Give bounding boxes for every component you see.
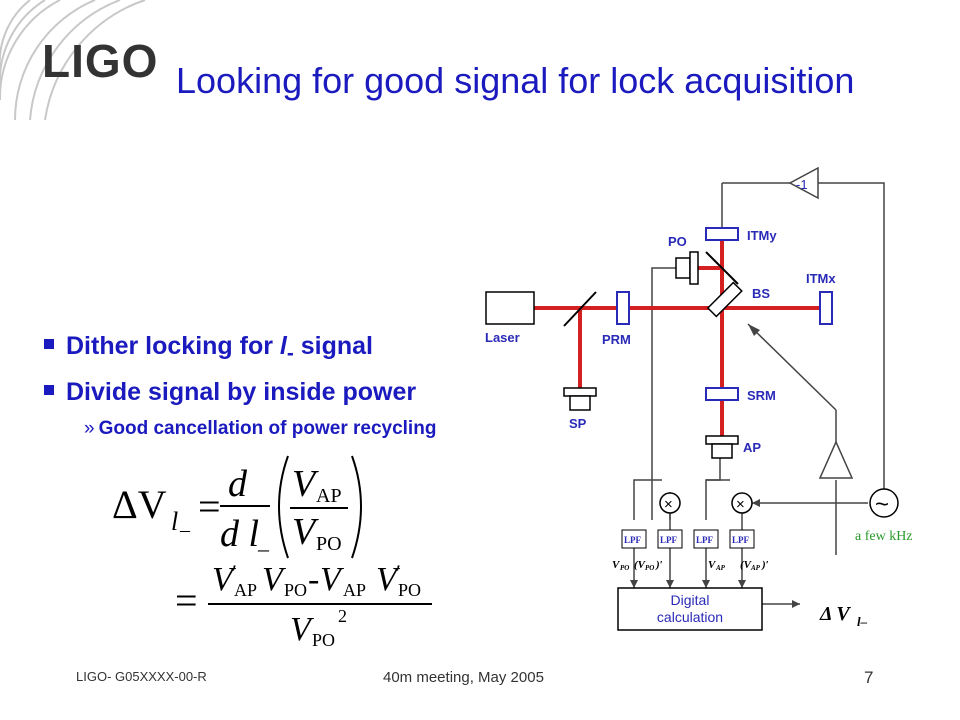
delta-v-output-label: Δ V: [819, 603, 851, 625]
eq-prime-1: ′: [232, 560, 237, 585]
eq-po-sub: PO: [316, 533, 342, 555]
bullet-dither-locking: Dither locking for l- signal: [44, 332, 373, 366]
eq-v-ap: V: [292, 463, 319, 505]
bullet-text: Divide signal by inside power: [66, 378, 417, 406]
mixer-2-symbol: ×: [736, 496, 745, 513]
vpo-prime-label: (V: [634, 559, 647, 571]
eq-v-po: V: [292, 511, 319, 553]
frequency-label: a few kHz: [855, 529, 913, 544]
eq-dl: d l: [220, 513, 259, 555]
inverter-triangle: [788, 166, 819, 200]
mixer-2-icon: [731, 492, 753, 514]
eq-ap-sub: AP: [316, 485, 342, 507]
bullet-divide-signal: Divide signal by inside power: [44, 378, 416, 407]
eq-ap-sub-2: AP: [234, 580, 257, 600]
logo-arcs-decoration: [0, 0, 146, 120]
lpf-2-label: LPF: [660, 535, 678, 545]
bullet-text-suffix: signal: [293, 332, 373, 360]
eq-minus: -: [308, 561, 319, 598]
eq-po-sub-den: PO: [312, 630, 335, 650]
itmx-optic: [819, 291, 833, 325]
mixer-1-icon: [659, 492, 681, 514]
oscillator-tilde: ~: [875, 491, 889, 518]
vap-sub: AP: [715, 564, 726, 572]
bullet-sub: -: [286, 342, 294, 365]
eq-lhs-sub: l: [171, 507, 178, 536]
eq-lhs: ΔV: [112, 482, 167, 527]
eq-equals-2: =: [175, 578, 198, 623]
ligo-logo: LIGO: [42, 35, 159, 87]
laser-box: [485, 291, 535, 325]
srm-label: SRM: [747, 388, 776, 403]
prm-label: PRM: [602, 332, 631, 347]
ap-label: AP: [743, 440, 761, 455]
lpf-3-label: LPF: [696, 535, 714, 545]
ap-photodetector: [705, 435, 739, 459]
bullet-var: l: [279, 332, 287, 360]
bullet-text: Dither locking for: [66, 332, 280, 360]
vpo-label: V: [612, 559, 621, 571]
eq-d: d: [228, 463, 248, 505]
itmy-optic: [705, 227, 739, 241]
sub-bullet-marker: »: [84, 418, 95, 439]
itmy-label: ITMy: [747, 228, 777, 243]
page-number: 7: [864, 668, 874, 687]
srm-optic: [705, 387, 739, 401]
lpf-1-label: LPF: [624, 535, 642, 545]
laser-label: Laser: [485, 330, 520, 345]
vpo-sub: PO: [620, 564, 629, 572]
itmx-label: ITMx: [806, 271, 836, 286]
mixer-1-symbol: ×: [664, 496, 673, 513]
sub-bullet-text: Good cancellation of power recycling: [98, 418, 437, 439]
sp-label: SP: [569, 416, 587, 431]
lpf-4-label: LPF: [732, 535, 750, 545]
sub-bullet-cancellation: »Good cancellation of power recycling: [84, 418, 436, 440]
po-pickoff: [705, 251, 739, 285]
eq-equals-1: =: [198, 484, 221, 529]
minus-one-label: -1: [796, 177, 808, 192]
prm-optic: [616, 291, 630, 325]
square-bullet-icon: [44, 339, 54, 350]
vap-prime-sub: AP: [750, 564, 761, 572]
oscillator-icon: [869, 488, 899, 518]
slide-title: Looking for good signal for lock acquisi…: [176, 60, 855, 101]
pickoff-mirror: [563, 291, 597, 327]
po-label: PO: [668, 234, 687, 249]
servo-amp-triangle: [818, 440, 854, 479]
vap-label: V: [708, 559, 717, 571]
eq-lhs-minus: –: [179, 519, 191, 541]
digital-calculation-box: [617, 587, 763, 631]
eq-squared: 2: [338, 606, 347, 626]
vap-prime-label: (V: [740, 559, 753, 571]
eq-ap-sub-3: AP: [343, 580, 366, 600]
vap-prime-end: )′: [761, 559, 769, 571]
digital-line-1: Digital: [671, 592, 710, 608]
digital-line-2: calculation: [657, 609, 723, 625]
bs-optic: [706, 281, 743, 318]
footer-document-id: LIGO- G05XXXX-00-R: [76, 669, 207, 684]
eq-prime-2: ′: [396, 560, 401, 585]
eq-po-sub-3: PO: [398, 580, 421, 600]
eq-dl-sub: –: [257, 536, 270, 561]
vpo-prime-sub: PO: [645, 564, 654, 572]
sp-photodetector: [563, 387, 597, 411]
footer-meeting: 40m meeting, May 2005: [383, 669, 544, 686]
square-bullet-icon: [44, 385, 54, 396]
bs-label: BS: [752, 286, 770, 301]
vpo-prime-end: )′: [655, 559, 663, 571]
delta-v-output-sub: l–: [857, 614, 868, 629]
po-photodetector: [675, 251, 699, 285]
eq-po-sub-2: PO: [284, 580, 307, 600]
